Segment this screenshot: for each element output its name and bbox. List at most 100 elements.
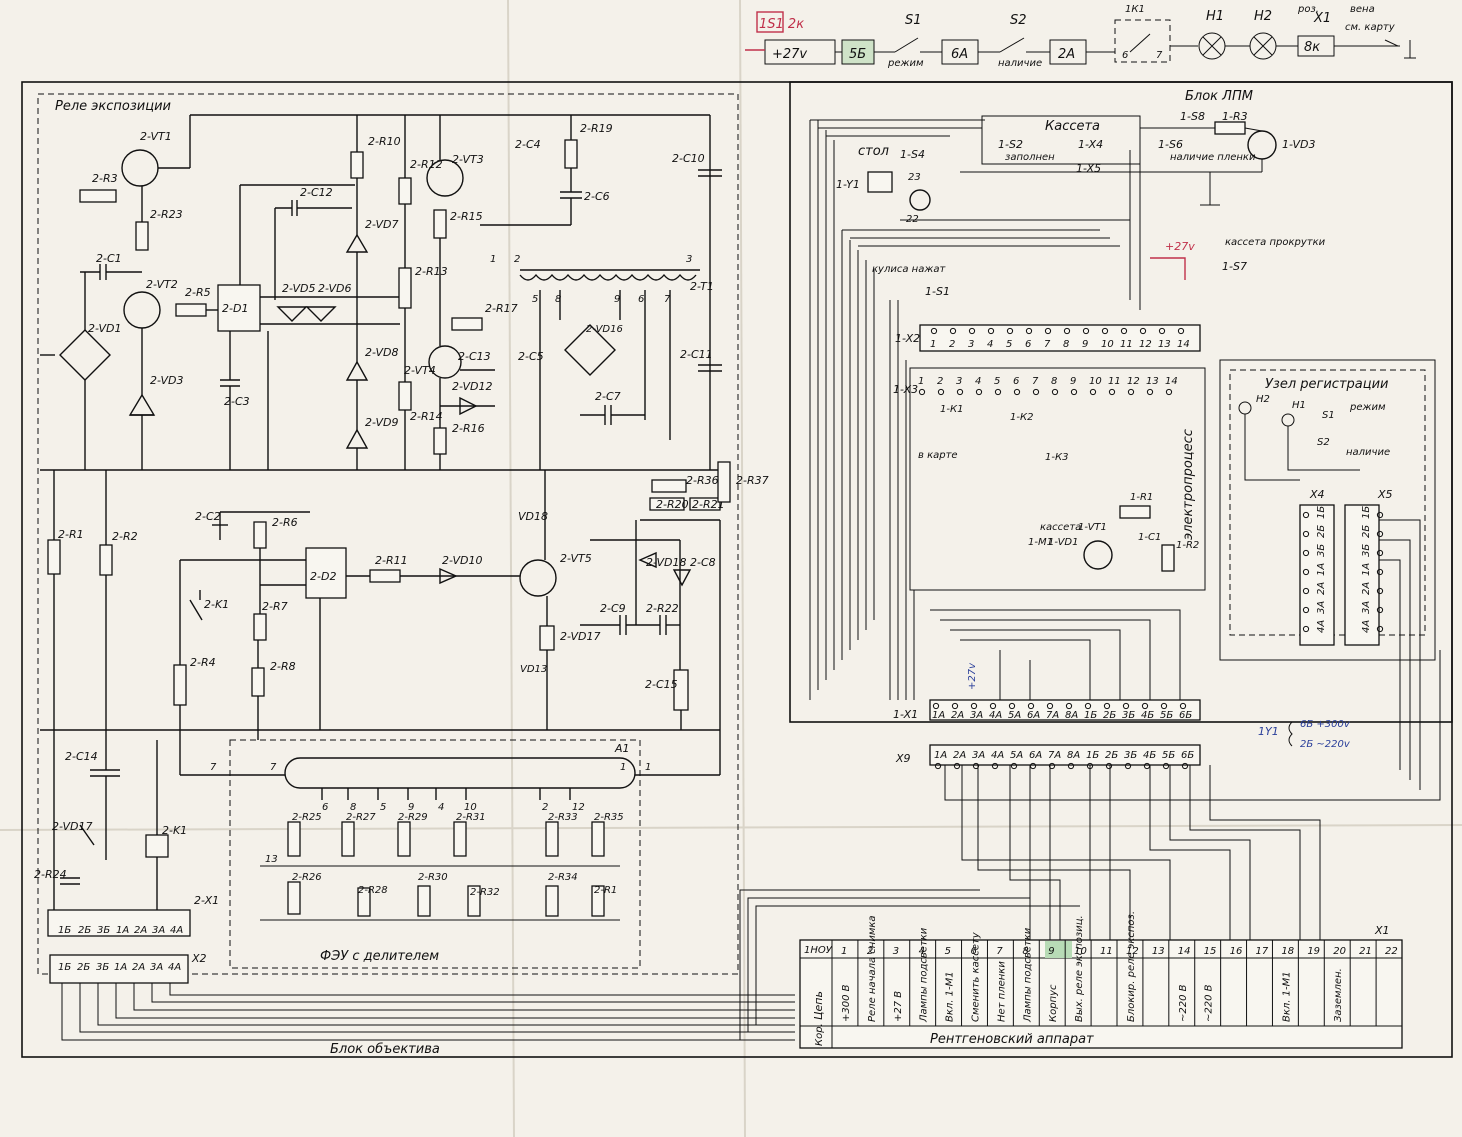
x5-pin-dot <box>1376 530 1384 538</box>
svg-text:13: 13 <box>265 854 278 865</box>
ref-2-c8: 2-C9 <box>600 602 626 615</box>
svg-text:1: 1 <box>490 254 496 265</box>
x13-pin-label: 12 <box>1127 376 1140 387</box>
x1-pin-3a: 3А <box>152 925 165 936</box>
x13-pin-label: 5 <box>994 376 1000 387</box>
x13-pin-dot <box>994 388 1002 396</box>
x9-pin-label: 1Б <box>1086 750 1099 761</box>
x13-pin-dot <box>1032 388 1040 396</box>
ref-2-vd8: 2-VD8 <box>365 346 399 359</box>
ref-1-vd1: 1-VD1 <box>1048 537 1078 548</box>
x4-pin-label: 3Б <box>1316 544 1327 557</box>
table-col-number: 1 <box>841 946 847 957</box>
x12-pin-label: 7 <box>1044 339 1051 350</box>
ref-2-r15: 2-R15 <box>450 210 483 223</box>
ref-2-k2-contact: 2-VD17 <box>52 820 93 833</box>
x13-pin-label: 2 <box>937 376 943 387</box>
table-col-number: 8 <box>1022 946 1028 957</box>
x13-pin-dot <box>1070 388 1078 396</box>
x13-pin-dot <box>1108 388 1116 396</box>
table-col-number: 13 <box>1152 946 1165 957</box>
x2-pin-3b: 3Б <box>96 962 109 973</box>
s1-ref: S1 <box>905 13 922 28</box>
note-film-present: наличие пленки <box>1170 152 1256 163</box>
x4-pin-label: 1А <box>1316 563 1327 576</box>
x13-frame <box>909 367 1206 591</box>
ref-2-r30: 2-R31 <box>456 812 486 823</box>
x5-pin-label: 1Б <box>1361 506 1372 519</box>
ref-1-c1: 1-C1 <box>1138 532 1161 543</box>
x4-pin-dot <box>1302 625 1310 633</box>
ref-2-c14: 2-R24 <box>34 868 67 881</box>
x1-pin-2b: 2Б <box>78 925 91 936</box>
x9-pin-dot <box>1048 762 1056 770</box>
x9-pin-label: 6А <box>1029 750 1042 761</box>
table-col-circuit: Вкл. 1-М1 <box>945 971 956 1022</box>
ref-2-r14: 2-R14 <box>410 410 443 423</box>
x9-pin-dot <box>934 762 942 770</box>
x12-pin-label: 9 <box>1082 339 1088 350</box>
x9-pin-label: 2А <box>953 750 966 761</box>
x9-pin-dot <box>1010 762 1018 770</box>
x12-pin-dot <box>1139 327 1147 335</box>
x1-pin-dot <box>1141 702 1149 710</box>
table-col-number: 9 <box>1048 946 1054 957</box>
y1-note-1: 6Б +300v <box>1300 719 1351 730</box>
k1-pin6: 6 <box>1122 50 1128 61</box>
table-head-label: 1НОУ <box>804 945 833 956</box>
table-col-number: 7 <box>996 946 1003 957</box>
svg-text:6: 6 <box>322 802 328 813</box>
ref-2-vd5: 2-VD5 <box>282 282 316 295</box>
x5-pin-dot <box>1376 587 1384 595</box>
top-power-bar: 1S1 2к +27v 5Б S1 режим 6А S2 наличие 2А… <box>745 4 1416 69</box>
x13-pin-label: 9 <box>1070 376 1076 387</box>
table-col-number: 5 <box>945 946 951 957</box>
registration-frame <box>1219 359 1436 661</box>
ref-2-c9: 2-R22 <box>646 602 679 615</box>
x1-pin-dot <box>1027 702 1035 710</box>
ref-2-vd6: 2-VD6 <box>318 282 352 295</box>
x2-pin-4a: 4А <box>168 962 181 973</box>
ref-1-vd3: 1-VD3 <box>1282 138 1316 151</box>
x1-pin-dot <box>951 702 959 710</box>
ref-vd13: VD13 <box>520 664 547 675</box>
note-cassette-scroll: кассета прокрутки <box>1225 237 1326 248</box>
relay-block-title: Реле экспозиции <box>55 99 171 114</box>
connector-x9 <box>929 744 1201 766</box>
table-col-circuit: ~220 В <box>1204 984 1215 1022</box>
x12-pin-dot <box>1006 327 1014 335</box>
x13-pin-dot <box>975 388 983 396</box>
ref-2-r29: 2-R30 <box>418 872 448 883</box>
x12-pin-label: 3 <box>968 339 974 350</box>
ref-2-r32: 2-R33 <box>548 812 578 823</box>
note-in-card: в карте <box>918 450 958 461</box>
x1-pin-label: 2А <box>951 710 964 721</box>
x9-pin-label: 7А <box>1048 750 1061 761</box>
x13-pin-dot <box>918 388 926 396</box>
ref-2-r7: 2-R7 <box>262 600 288 613</box>
x9-pin-dot <box>953 762 961 770</box>
ref-2-vd17: 2-VD18 <box>646 556 687 569</box>
table-col-number: 14 <box>1178 946 1191 957</box>
x12-pin-label: 13 <box>1158 339 1171 350</box>
x1-pin-3b: 3Б <box>97 925 110 936</box>
x13-pin-label: 11 <box>1108 376 1121 387</box>
note-kasseta: кассета <box>1040 522 1081 533</box>
x9-pin-label: 6Б <box>1181 750 1194 761</box>
svg-text:23: 23 <box>908 172 921 183</box>
x9-pin-dot <box>1181 762 1189 770</box>
x13-pin-dot <box>1146 388 1154 396</box>
lpm-block: Блок ЛПМ Кассета 1-S2 1-X4 1-X5 заполнен… <box>809 89 1441 940</box>
x13-pin-dot <box>937 388 945 396</box>
x12-pin-label: 10 <box>1101 339 1114 350</box>
s1-note: режим <box>887 58 924 69</box>
ref-1-r1: 1-R1 <box>1130 492 1153 503</box>
cassette-frame <box>981 115 1141 165</box>
ref-1-k2: 1-К2 <box>1010 412 1033 423</box>
x4-pin-dot <box>1302 549 1310 557</box>
svg-text:7: 7 <box>210 762 217 773</box>
k1-pin7: 7 <box>1156 50 1163 61</box>
ref-2-r16: 2-R16 <box>452 422 485 435</box>
table-row2-label: Кор. <box>814 1023 825 1046</box>
